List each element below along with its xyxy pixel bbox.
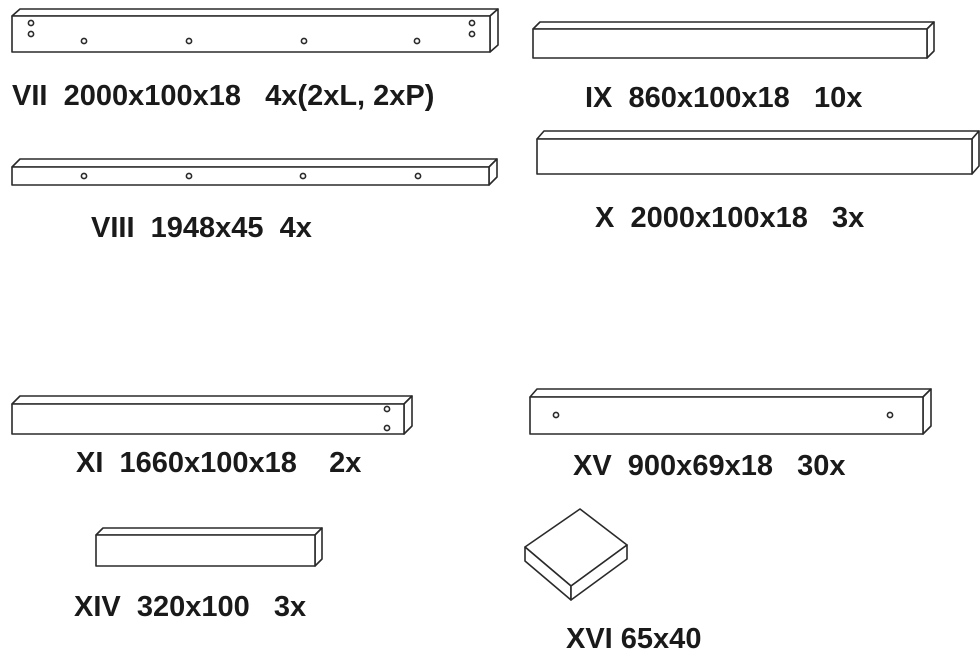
label-xi: XI 1660x100x18 2x [76,447,362,479]
board-xi [11,395,413,435]
label-xiv: XIV 320x100 3x [74,591,307,623]
hole-icon [185,37,193,45]
hole-icon [27,30,35,38]
hole-icon [383,424,391,432]
hole-icon [383,405,391,413]
label-viii: VIII 1948x45 4x [91,212,312,244]
hole-icon [886,411,894,419]
hole-icon [300,37,308,45]
block-xvi [524,508,628,601]
board-ix [532,21,935,59]
hole-icon [552,411,560,419]
hole-icon [468,30,476,38]
board-xiv [95,527,323,567]
label-vii: VII 2000x100x18 4x(2xL, 2xP) [12,80,435,112]
board-xv [529,388,932,435]
board-vii [11,8,499,53]
hole-icon [80,37,88,45]
label-x: X 2000x100x18 3x [595,202,865,234]
hole-icon [414,172,422,180]
hole-icon [299,172,307,180]
board-viii [11,158,498,186]
hole-icon [413,37,421,45]
hole-icon [185,172,193,180]
label-xvi: XVI 65x40 [566,623,702,655]
hole-icon [27,19,35,27]
hole-icon [80,172,88,180]
label-xv: XV 900x69x18 30x [573,450,846,482]
label-ix: IX 860x100x18 10x [585,82,863,114]
board-x [536,130,980,175]
hole-icon [468,19,476,27]
